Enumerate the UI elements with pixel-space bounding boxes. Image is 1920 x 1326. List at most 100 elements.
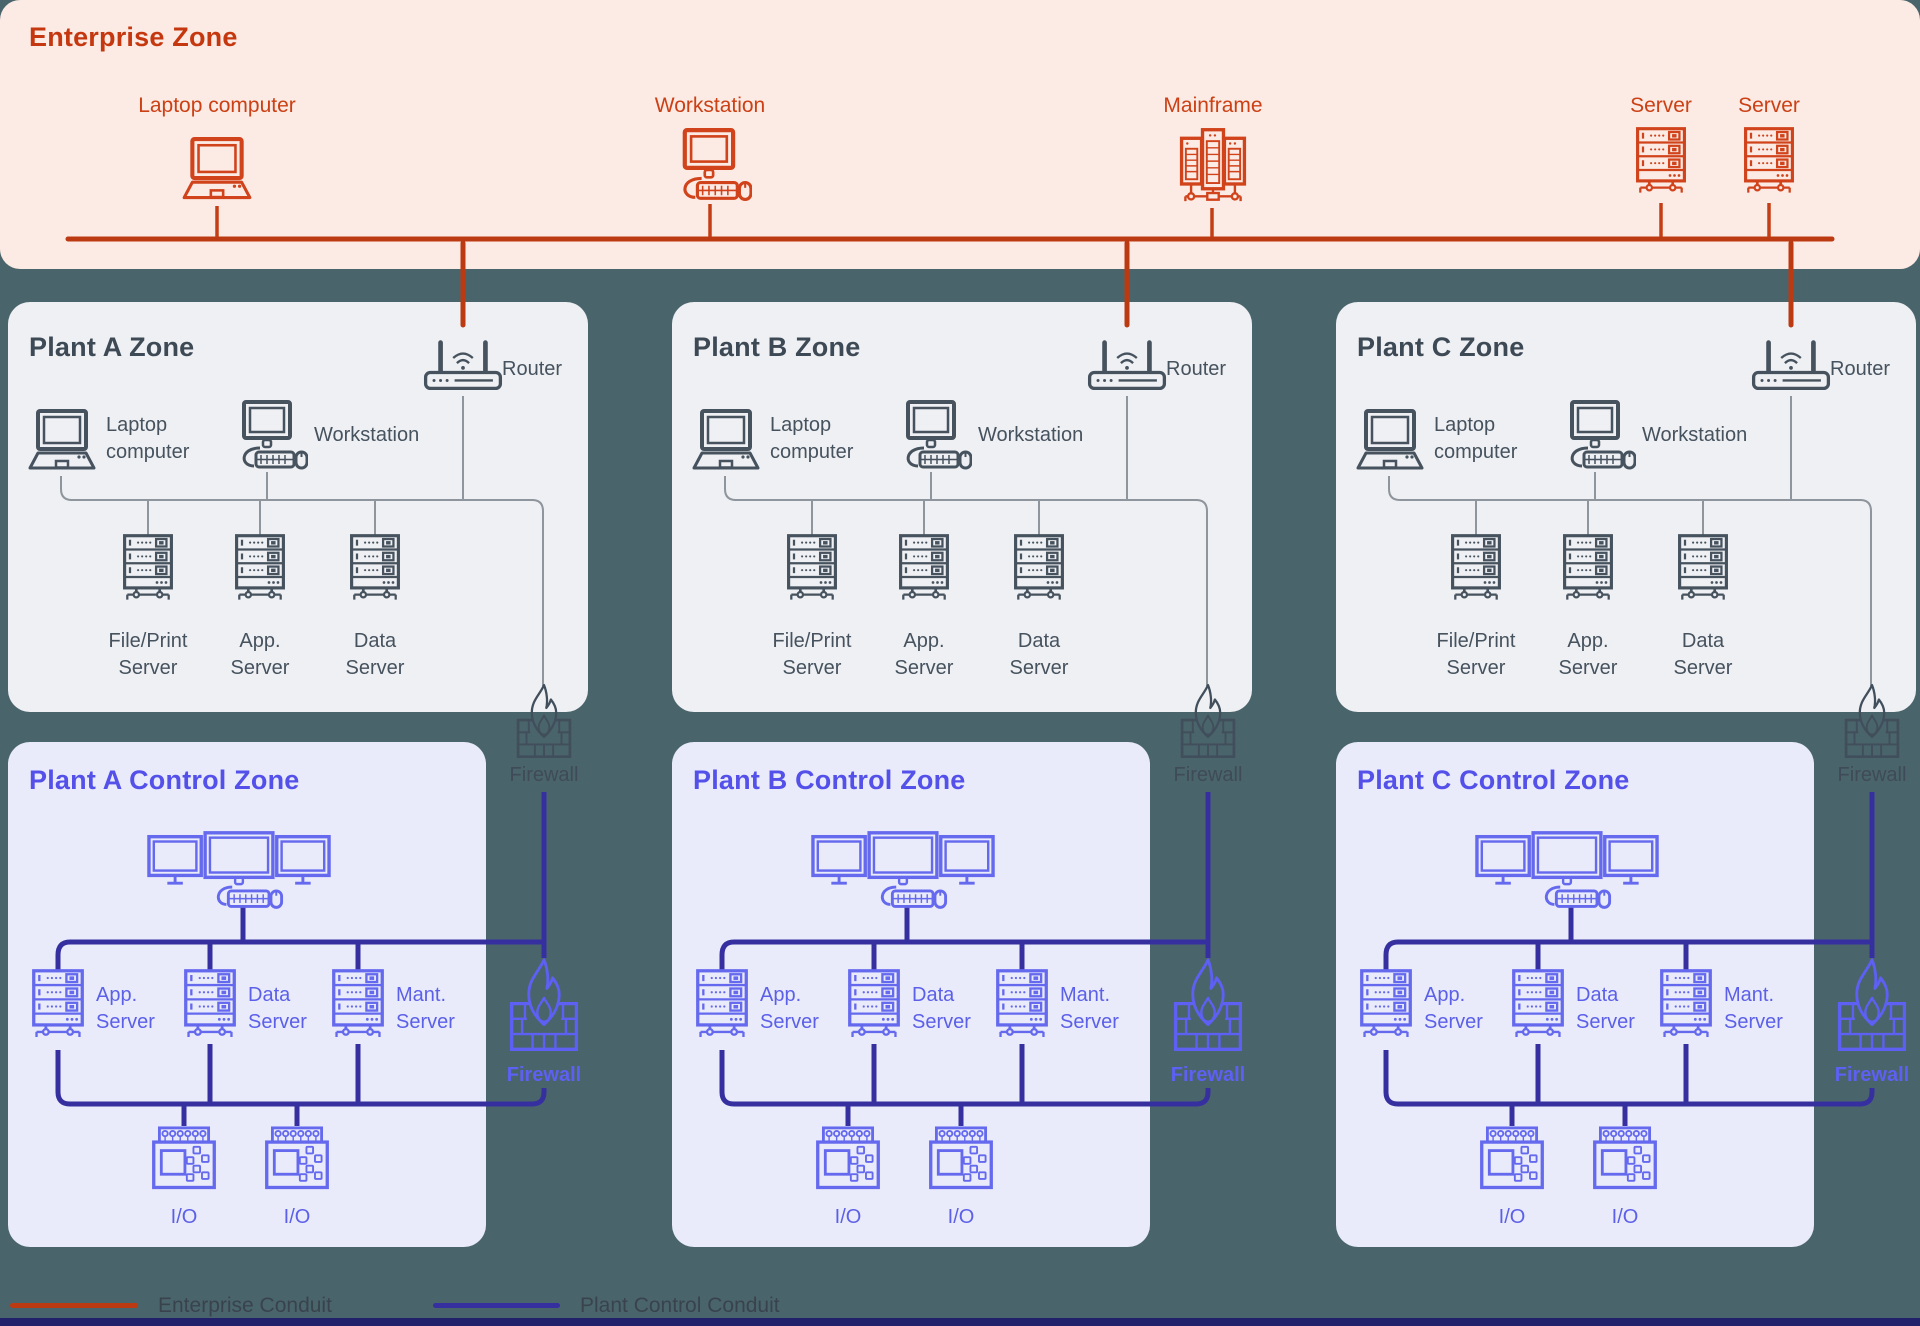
server-icon: [1012, 533, 1066, 609]
server-icon: [348, 533, 402, 609]
server-label-line2: Server: [230, 657, 290, 679]
firewall-icon: [1168, 956, 1248, 1055]
workstation-label: Workstation: [1642, 424, 1748, 446]
server-label-line2: Server: [1673, 657, 1733, 679]
server-label-line1: Data: [1681, 630, 1725, 652]
plant-zone-title: Plant B Zone: [693, 332, 861, 362]
server-label-line1: File/Print: [772, 630, 852, 652]
workstation-icon: [892, 400, 972, 470]
firewall-icon: [1832, 956, 1912, 1055]
control-zone-title: Plant C Control Zone: [1357, 765, 1630, 795]
server-label-line2: Server: [1576, 1011, 1635, 1033]
server-label-line1: Data: [353, 630, 397, 652]
io-device-icon: [262, 1126, 332, 1194]
server-label-line2: Server: [118, 657, 178, 679]
plant-control-conduit-legend-label: Plant Control Conduit: [580, 1294, 780, 1317]
router-icon: [420, 337, 506, 395]
server-label-line1: Data: [248, 984, 291, 1006]
firewall-icon: [1176, 682, 1240, 761]
app-server-label: App.Server: [854, 628, 994, 682]
workstation-icon: [228, 400, 308, 470]
server-icon: [785, 533, 839, 609]
control-workstation-icon: [811, 827, 995, 920]
server-label-line2: Server: [760, 1011, 819, 1033]
io-label: I/O: [947, 1206, 975, 1228]
control-zone-panel: [672, 742, 1150, 1247]
perimeter-firewall-label: Firewall: [1837, 764, 1907, 786]
firewall-icon: [512, 682, 576, 761]
server-label-line2: Server: [1446, 657, 1506, 679]
app-server-label: App.Server: [190, 628, 330, 682]
enterprise-workstation-label: Workstation: [654, 94, 766, 117]
control-zone-panel: [8, 742, 486, 1247]
server-icon: [1658, 968, 1714, 1046]
server-label-line1: File/Print: [108, 630, 188, 652]
control-zone-panel: [1336, 742, 1814, 1247]
server-label-line2: Server: [1060, 1011, 1119, 1033]
control-mant-server-label: Mant.Server: [396, 982, 455, 1036]
control-app-server-label: App.Server: [96, 982, 155, 1036]
workstation-label: Workstation: [314, 424, 420, 446]
server-label-line1: App.: [760, 984, 802, 1006]
server-label-line2: Server: [396, 1011, 455, 1033]
laptop-label-line2: computer: [770, 441, 854, 463]
enterprise-mainframe-label: Mainframe: [1163, 94, 1263, 117]
perimeter-firewall-label: Firewall: [509, 764, 579, 786]
server-icon: [994, 968, 1050, 1046]
control-zone-title: Plant B Control Zone: [693, 765, 966, 795]
router-label: Router: [1830, 358, 1891, 380]
zone-column: Plant B Zone Router Laptop computer Works…: [664, 0, 1328, 1326]
server-label-line2: Server: [345, 657, 405, 679]
control-mant-server-label: Mant. Server: [1724, 982, 1783, 1036]
control-zone-title: Plant A Control Zone: [29, 765, 300, 795]
server-label-line1: Mant.: [1724, 984, 1775, 1006]
control-mant-server-label: Mant.Server: [1060, 982, 1119, 1036]
plant-control-conduit-swatch: [433, 1303, 560, 1308]
server-label-line1: Data: [1017, 630, 1061, 652]
laptop-label: Laptop computer: [770, 412, 853, 466]
enterprise-laptop-label: Laptop computer: [138, 94, 296, 117]
control-app-server-label: App.Server: [1424, 982, 1483, 1036]
io-device-icon: [149, 1126, 219, 1194]
laptop-icon: [24, 408, 100, 474]
router-icon: [1748, 337, 1834, 395]
enterprise-conduit-swatch: [10, 1303, 138, 1308]
io-device-icon: [1590, 1126, 1660, 1194]
control-firewall-label: Firewall: [1834, 1064, 1910, 1086]
server-label-line1: App.: [96, 984, 138, 1006]
enterprise-conduit-legend-label: Enterprise Conduit: [158, 1294, 332, 1317]
server-icon: [121, 533, 175, 609]
laptop-icon: [688, 408, 764, 474]
enterprise-zone-panel: [0, 0, 1920, 269]
perimeter-firewall-label: Firewall: [1173, 764, 1243, 786]
server-icon: [1510, 968, 1566, 1046]
control-firewall-label: Firewall: [1170, 1064, 1246, 1086]
server-label-line1: App.: [1424, 984, 1466, 1006]
server-label-line1: File/Print: [1436, 630, 1516, 652]
server-icon: [846, 968, 902, 1046]
laptop-label-line1: Laptop: [770, 414, 832, 436]
workstation-label: Workstation: [978, 424, 1084, 446]
firewall-icon: [504, 956, 584, 1055]
server-icon: [1449, 533, 1503, 609]
server-icon: [233, 533, 287, 609]
router-label: Router: [1166, 358, 1227, 380]
server-icon: [330, 968, 386, 1046]
plant-zone-title: Plant A Zone: [29, 332, 195, 362]
server-label-line2: Server: [912, 1011, 971, 1033]
server-label-line1: App.: [903, 630, 945, 652]
firewall-icon: [1840, 682, 1904, 761]
server-label-line2: Server: [1724, 1011, 1783, 1033]
router-icon: [1084, 337, 1170, 395]
